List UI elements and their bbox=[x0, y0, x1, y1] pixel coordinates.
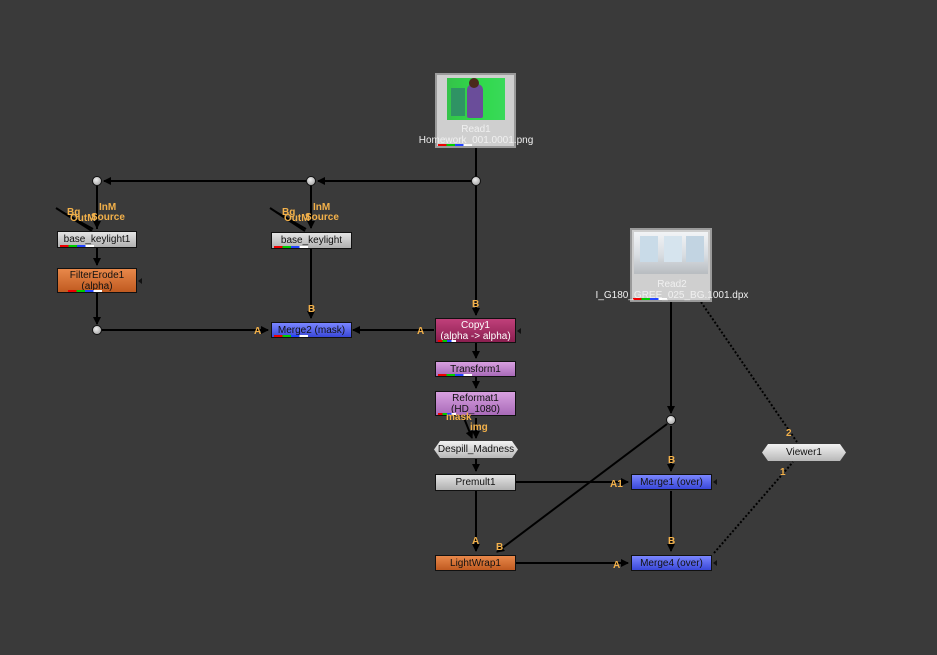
base-keylight-label: base_keylight bbox=[280, 235, 343, 246]
base-keylight-node[interactable]: base_keylight bbox=[271, 232, 352, 249]
merge1-node[interactable]: Merge1 (over) bbox=[631, 474, 717, 490]
merge1-a1-label: A1 bbox=[610, 479, 623, 490]
despill-madness-label: Despill_Madness bbox=[437, 444, 515, 455]
merge1-b-label: B bbox=[668, 455, 676, 466]
read2-file: I_G180_GREE_025_BG.1001.dpx bbox=[595, 290, 749, 301]
premult1-label: Premult1 bbox=[455, 477, 496, 488]
transform1-node[interactable]: Transform1 bbox=[435, 361, 516, 377]
lightwrap1-label: LightWrap1 bbox=[450, 558, 501, 569]
filter-erode1-node[interactable]: FilterErode1 (alpha) bbox=[57, 268, 142, 293]
copy1-label: Copy1 bbox=[461, 320, 490, 331]
filter-erode1-label: FilterErode1 bbox=[69, 270, 125, 281]
merge4-label: Merge4 (over) bbox=[640, 558, 703, 569]
reformat1-sub: (HD_1080) bbox=[451, 404, 500, 415]
base-keylight1-node[interactable]: base_keylight1 bbox=[57, 231, 137, 248]
dot-left[interactable] bbox=[92, 176, 102, 186]
link-merge4-viewer bbox=[713, 461, 794, 554]
reformat1-label: Reformat1 bbox=[452, 393, 499, 404]
merge2-a-right-label: A bbox=[417, 326, 425, 337]
dot-bottom-left[interactable] bbox=[92, 325, 102, 335]
lightwrap1-node[interactable]: LightWrap1 bbox=[435, 555, 516, 571]
read2-caption: Read2 I_G180_GREE_025_BG.1001.dpx bbox=[592, 279, 752, 301]
link-read2-viewer bbox=[700, 301, 798, 443]
copy1-node[interactable]: Copy1 (alpha -> alpha) bbox=[435, 318, 521, 343]
merge4-b-label: B bbox=[668, 536, 676, 547]
merge1-label: Merge1 (over) bbox=[640, 477, 703, 488]
kl2-source-label: Source bbox=[305, 212, 339, 223]
read2-thumbnail bbox=[634, 232, 708, 274]
read1-caption: Read1 Homework_001.0001.png bbox=[405, 124, 547, 146]
read2-node[interactable] bbox=[630, 228, 712, 302]
merge2-label: Merge2 (mask) bbox=[277, 325, 346, 336]
link-reformat-despill-mask bbox=[463, 417, 474, 439]
despill-img-label: img bbox=[470, 422, 488, 433]
viewer-input-1-label: 1 bbox=[780, 467, 786, 478]
link-kl2-outm bbox=[269, 207, 306, 232]
lightwrap-a-label: A bbox=[472, 536, 480, 547]
merge2-node[interactable]: Merge2 (mask) bbox=[271, 322, 352, 338]
kl1-bg-label: Bg bbox=[67, 207, 81, 218]
filter-erode1-sub: (alpha) bbox=[81, 281, 113, 292]
kl1-outm-label: OutM bbox=[70, 213, 96, 224]
kl2-inm-label: InM bbox=[313, 202, 331, 213]
kl1-inm-label: InM bbox=[99, 202, 117, 213]
premult1-node[interactable]: Premult1 bbox=[435, 474, 516, 491]
merge4-a-label: A bbox=[613, 560, 621, 571]
kl1-source-label: Source bbox=[91, 212, 125, 223]
viewer1-node[interactable]: Viewer1 bbox=[762, 444, 846, 461]
link-dot-lightwrap bbox=[496, 423, 668, 553]
copy1-b-label: B bbox=[472, 299, 480, 310]
despill-madness-node[interactable]: Despill_Madness bbox=[434, 441, 518, 458]
merge2-b-label: B bbox=[308, 304, 316, 315]
read1-node[interactable] bbox=[435, 73, 516, 148]
read1-file: Homework_001.0001.png bbox=[418, 135, 534, 146]
merge2-a-left-label: A bbox=[254, 326, 262, 337]
kl2-outm-label: OutM bbox=[284, 213, 310, 224]
read2-label: Read2 bbox=[657, 279, 687, 290]
viewer-input-2-label: 2 bbox=[786, 428, 792, 439]
viewer1-label: Viewer1 bbox=[786, 447, 822, 458]
reformat1-node[interactable]: Reformat1 (HD_1080) bbox=[435, 391, 516, 416]
dot-read2[interactable] bbox=[666, 415, 676, 425]
despill-mask-label: mask bbox=[446, 412, 472, 423]
merge4-node[interactable]: Merge4 (over) bbox=[631, 555, 717, 571]
link-kl1-outm bbox=[55, 207, 93, 232]
read1-thumbnail bbox=[447, 78, 505, 120]
copy1-sub: (alpha -> alpha) bbox=[440, 331, 511, 342]
kl2-bg-label: Bg bbox=[282, 207, 296, 218]
base-keylight1-label: base_keylight1 bbox=[63, 234, 131, 245]
dot-mid[interactable] bbox=[306, 176, 316, 186]
lightwrap-b-label: B bbox=[496, 542, 504, 553]
dot-read1[interactable] bbox=[471, 176, 481, 186]
transform1-label: Transform1 bbox=[450, 364, 501, 375]
read1-label: Read1 bbox=[461, 124, 491, 135]
